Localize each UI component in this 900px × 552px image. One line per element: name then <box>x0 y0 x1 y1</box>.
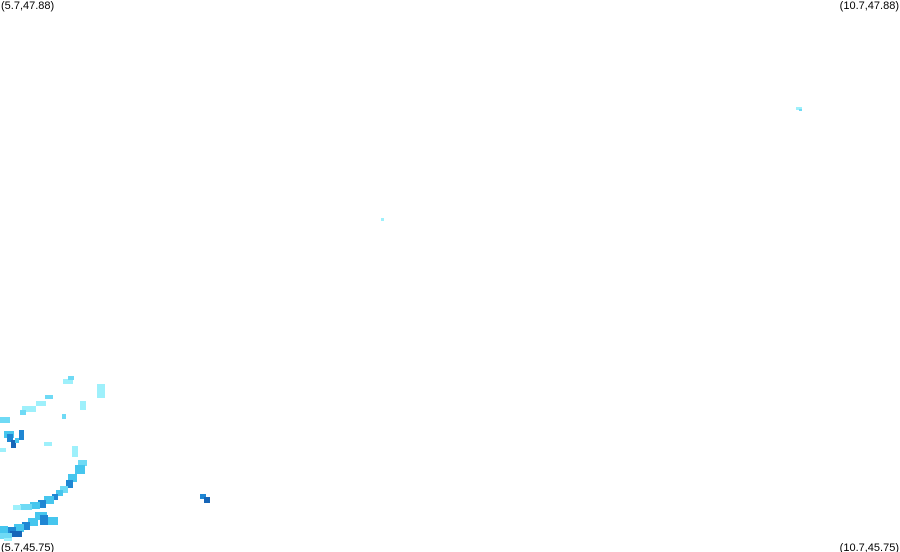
precip-cell <box>72 446 78 457</box>
precip-cell <box>30 502 40 509</box>
precip-cell <box>11 440 16 448</box>
precip-cell <box>20 504 32 510</box>
precip-cell <box>0 533 12 539</box>
precip-cell <box>10 531 22 537</box>
precip-cell <box>45 395 53 399</box>
precip-cell <box>52 494 58 500</box>
precip-cell <box>14 524 24 532</box>
precip-cell <box>0 526 8 534</box>
precip-cell <box>796 107 802 110</box>
precip-cell <box>80 401 86 410</box>
precip-cell <box>799 109 802 111</box>
precip-cell <box>60 486 68 493</box>
precip-cell <box>62 414 66 419</box>
precip-cell <box>4 538 12 541</box>
precip-cell <box>0 417 10 423</box>
precip-cell <box>97 384 105 398</box>
precip-cell <box>7 434 13 442</box>
precip-cell <box>13 505 21 510</box>
precip-cell <box>40 515 48 525</box>
precip-cell <box>22 406 36 412</box>
precip-cell <box>75 465 85 474</box>
precip-cell <box>19 430 24 440</box>
precip-cell <box>63 379 73 384</box>
precip-cell <box>68 474 77 482</box>
precip-cell <box>68 376 74 380</box>
precip-cell <box>28 518 38 526</box>
precip-cell <box>204 497 210 503</box>
precip-cell <box>22 522 30 530</box>
precip-cell <box>15 438 19 443</box>
corner-label-bottom-right: (10.7,45.75) <box>839 542 899 552</box>
corner-label-bottom-left: (5.7,45.75) <box>1 542 55 552</box>
precip-cell <box>20 410 26 415</box>
corner-label-top-right: (10.7,47.88) <box>839 0 899 12</box>
precip-cell <box>78 460 87 466</box>
precip-cell <box>48 517 58 525</box>
precip-cell <box>200 494 206 499</box>
precip-cell <box>381 218 384 221</box>
precip-cell <box>36 401 46 406</box>
precip-cell <box>38 500 46 508</box>
precip-cell <box>66 480 73 488</box>
precip-cell <box>44 496 54 504</box>
precip-cell <box>6 527 16 534</box>
corner-label-top-left: (5.7,47.88) <box>1 0 55 12</box>
precip-cell <box>44 442 52 446</box>
precip-cell <box>0 448 6 452</box>
precip-cell <box>56 490 63 496</box>
